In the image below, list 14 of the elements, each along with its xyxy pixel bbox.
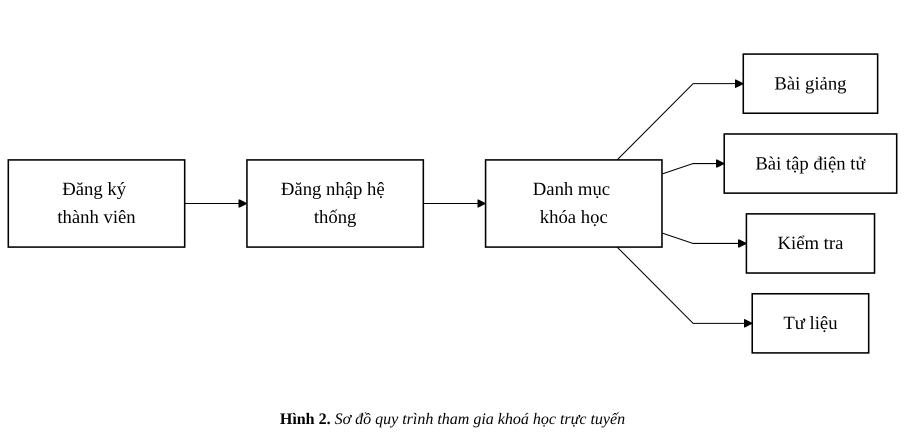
figure-caption: Hình 2. Sơ đồ quy trình tham gia khoá học trực tuyến (280, 411, 626, 429)
arrow (662, 159, 725, 174)
node-box (742, 53, 878, 114)
node-box (746, 213, 876, 274)
node-box (8, 159, 186, 248)
node-box (723, 133, 898, 194)
arrow (616, 79, 744, 160)
arrow (423, 198, 486, 208)
node-box (484, 159, 663, 248)
arrow (662, 232, 747, 248)
arrow (184, 198, 248, 208)
node-box (751, 293, 870, 354)
node-box (246, 159, 424, 248)
arrow (616, 246, 753, 328)
